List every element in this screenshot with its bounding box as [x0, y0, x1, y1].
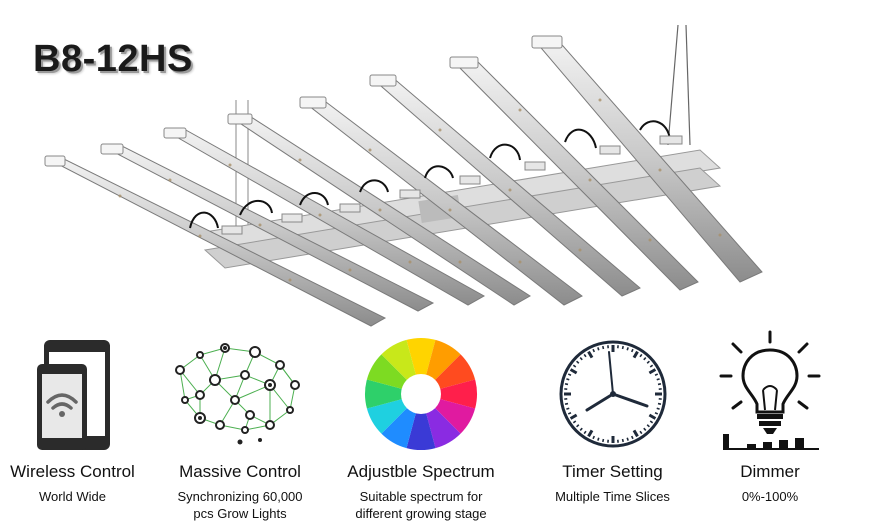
clock-tick [648, 368, 656, 375]
feature-label: Massive Control [179, 462, 301, 481]
clock-tick [654, 373, 658, 377]
clock-tick [564, 383, 568, 386]
feature-sub: Suitable spectrum for different growing … [336, 488, 506, 522]
clock-tick [591, 435, 595, 440]
clock-tick [642, 427, 646, 431]
clock-tick [586, 429, 593, 438]
feature-label: Wireless Control [10, 462, 135, 481]
feature-timer-setting: Timer Setting Multiple Time Slices [530, 330, 695, 504]
clock-tick [569, 368, 577, 375]
product-title: B8-12HS [33, 38, 193, 80]
clock-tick [586, 350, 593, 359]
clock-tick [646, 424, 650, 428]
clock-tick [596, 437, 600, 441]
feature-sub: 0%-100% [705, 488, 835, 505]
clock-tick [583, 430, 587, 435]
clock-tick [572, 364, 576, 368]
clock-tick [656, 407, 660, 410]
clock-tick [649, 364, 653, 368]
feature-massive-control: Massive Control Synchronizing 60,000 pcs… [160, 330, 320, 521]
clock-tick [575, 424, 579, 428]
feature-sub-line: 0%-100% [741, 489, 799, 504]
feature-label: Adjustble Spectrum [347, 462, 495, 481]
feature-dimmer: Dimmer 0%-100% [705, 330, 835, 504]
clock-tick [642, 357, 646, 361]
clock-tick [630, 435, 634, 440]
lightbulb-dimmer-icon [719, 330, 821, 450]
clock-tick [657, 402, 661, 405]
clock-tick [565, 378, 569, 381]
clock-tick [657, 383, 661, 386]
color-wheel-icon [365, 338, 477, 450]
clock-tick [638, 430, 642, 435]
feature-label: Dimmer [740, 462, 800, 481]
clock-tick [596, 347, 600, 351]
feature-sub-line: Synchronizing 60,000 [177, 489, 303, 504]
clock-tick [572, 420, 576, 424]
clock-tick [564, 402, 568, 405]
color-wheel-segment [406, 394, 436, 450]
clock-tick [575, 360, 579, 364]
clock-tick [632, 429, 639, 438]
feature-sub-line: Suitable spectrum for [359, 489, 483, 504]
feature-label: Timer Setting [562, 462, 663, 481]
feature-wireless-control: Wireless Control World Wide [0, 330, 145, 504]
feature-sub: Multiple Time Slices [530, 488, 695, 505]
clock-tick [625, 437, 629, 441]
clock-tick [638, 353, 642, 358]
clock-tick [601, 438, 604, 443]
clock-tick [567, 373, 571, 377]
clock-tick [621, 438, 624, 443]
clock-tick [649, 420, 653, 424]
feature-sub-line: Multiple Time Slices [555, 489, 670, 504]
clock-tick [579, 427, 583, 431]
tablet-phone-wifi-icon [37, 340, 110, 450]
clock-tick [567, 411, 571, 415]
clock-tick [579, 357, 583, 361]
color-wheel-segment [406, 338, 436, 394]
feature-sub-line: different growing stage [355, 506, 487, 521]
clock-icon [559, 340, 666, 448]
network-brain-icon [175, 343, 300, 445]
feature-sub-line: pcs Grow Lights [193, 506, 287, 521]
clock-tick [656, 378, 660, 381]
feature-sub: Synchronizing 60,000 pcs Grow Lights [160, 488, 320, 522]
clock-tick [646, 360, 650, 364]
color-wheel-segment [421, 379, 477, 409]
clock-tick [654, 411, 658, 415]
color-wheel-segment [365, 379, 421, 409]
feature-sub-line: World Wide [39, 489, 106, 504]
clock-tick [648, 413, 656, 420]
clock-tick [591, 348, 595, 353]
clock-tick [583, 353, 587, 358]
feature-adjustable-spectrum: Adjustble Spectrum Suitable spectrum for… [336, 330, 506, 521]
clock-tick [630, 348, 634, 353]
clock-tick [632, 350, 639, 359]
clock-tick [621, 345, 624, 350]
feature-sub: World Wide [0, 488, 145, 505]
clock-tick [601, 345, 604, 350]
led-grow-light-bars-image [44, 24, 763, 327]
clock-tick [569, 413, 577, 420]
clock-tick [565, 407, 569, 410]
clock-tick [625, 347, 629, 351]
